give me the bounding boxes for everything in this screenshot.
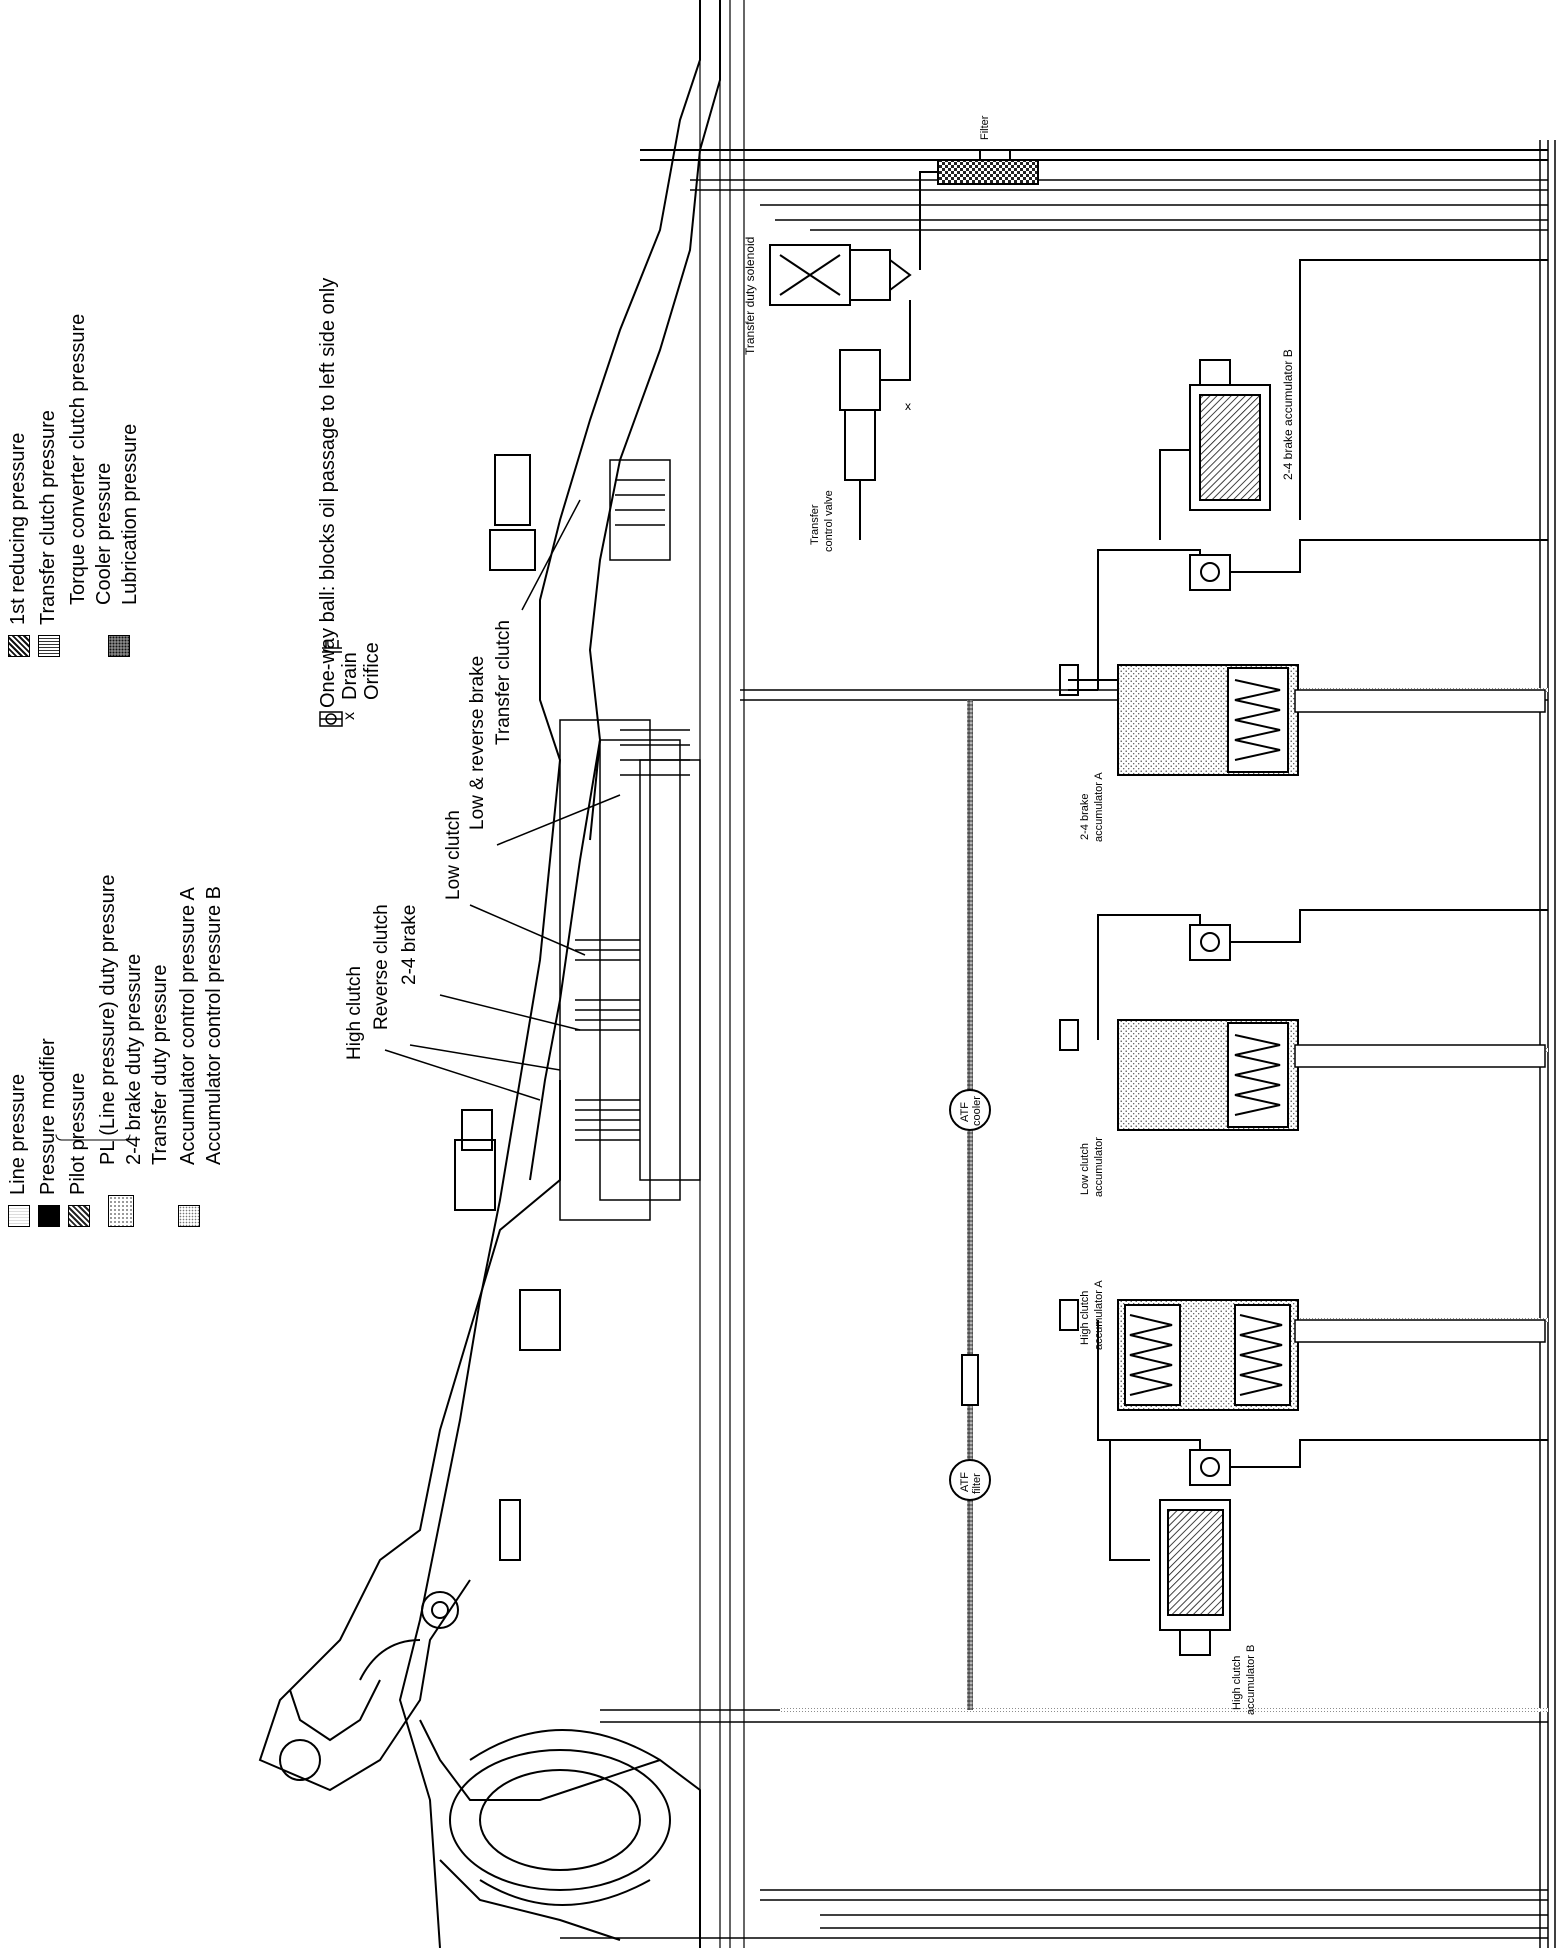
swatch-line-pressure <box>8 1205 30 1227</box>
legend-pressure-modifier: Pressure modifier <box>37 1038 59 1195</box>
label-atf-filter-2: filter <box>971 1473 983 1494</box>
swatch-duty-pressure <box>108 1195 134 1227</box>
label-atf-cooler-1: ATF <box>959 1102 971 1122</box>
legend-1st-reducing-pressure: 1st reducing pressure <box>7 432 29 625</box>
label-transfer-control-valve-1: Transfer <box>809 504 821 545</box>
label-high-clutch-accumulator-a-2: accumulator A <box>1093 1280 1105 1350</box>
legend-torque-converter-clutch-pressure: Torque converter clutch pressure <box>67 313 89 605</box>
label-low-clutch-accumulator-2: accumulator <box>1093 1137 1105 1197</box>
callout-24-brake: 2-4 brake <box>399 904 420 985</box>
label-transfer-control-valve-2: control valve <box>823 490 835 552</box>
legend-drain: Drain <box>339 652 361 700</box>
swatch-pilot-pressure <box>68 1205 90 1227</box>
swatch-1st-reducing-pressure <box>8 635 30 657</box>
legend-drain-glyph: x <box>341 712 358 720</box>
label-atf-cooler-2: cooler <box>971 1096 983 1126</box>
legend-cooler-pressure: Cooler pressure <box>93 462 115 605</box>
legend-line-pressure: Line pressure <box>7 1073 29 1195</box>
legend-pl-duty-pressure: PL (Line pressure) duty pressure <box>97 874 119 1165</box>
label-transfer-duty-solenoid: Transfer duty solenoid <box>743 236 757 355</box>
legend-orifice: Orifice <box>361 642 383 700</box>
label-high-clutch-accumulator-b-1: High clutch <box>1231 1655 1243 1710</box>
label-24-brake-accumulator-b: 2-4 brake accumulator B <box>1281 349 1295 480</box>
label-filter: Filter <box>979 115 991 140</box>
callout-low-reverse-brake: Low & reverse brake <box>467 655 488 830</box>
callout-reverse-clutch: Reverse clutch <box>371 904 392 1030</box>
label-atf-filter-1: ATF <box>959 1472 971 1492</box>
label-24-brake-accumulator-a-1: 2-4 brake <box>1079 793 1091 840</box>
legend-lubrication-pressure: Lubrication pressure <box>119 423 141 605</box>
callout-low-clutch: Low clutch <box>443 810 464 900</box>
legend-24-brake-duty-pressure: 2-4 brake duty pressure <box>123 953 145 1165</box>
legend-transfer-duty-pressure: Transfer duty pressure <box>149 964 171 1165</box>
callout-transfer-clutch: Transfer clutch <box>493 620 514 745</box>
legend-pilot-pressure: Pilot pressure <box>67 1072 89 1195</box>
label-high-clutch-accumulator-a-1: High clutch <box>1079 1290 1091 1345</box>
swatch-cooler-pressure <box>108 635 130 657</box>
callout-high-clutch: High clutch <box>344 966 365 1060</box>
swatch-transfer-clutch-pressure <box>38 635 60 657</box>
label-24-brake-accumulator-a-2: accumulator A <box>1093 772 1105 842</box>
legend-accumulator-control-a: Accumulator control pressure A <box>177 887 199 1165</box>
legend-accumulator-control-b: Accumulator control pressure B <box>203 885 225 1165</box>
swatch-pressure-modifier <box>38 1205 60 1227</box>
legend-one-way-ball: One-way ball: blocks oil passage to left… <box>317 277 339 708</box>
swatch-accumulator-pressure <box>178 1205 200 1227</box>
label-high-clutch-accumulator-b-2: accumulator B <box>1245 1644 1257 1715</box>
label-low-clutch-accumulator-1: Low clutch <box>1079 1143 1091 1195</box>
legend-transfer-clutch-pressure: Transfer clutch pressure <box>37 410 59 625</box>
svg-text:x: x <box>905 399 911 413</box>
